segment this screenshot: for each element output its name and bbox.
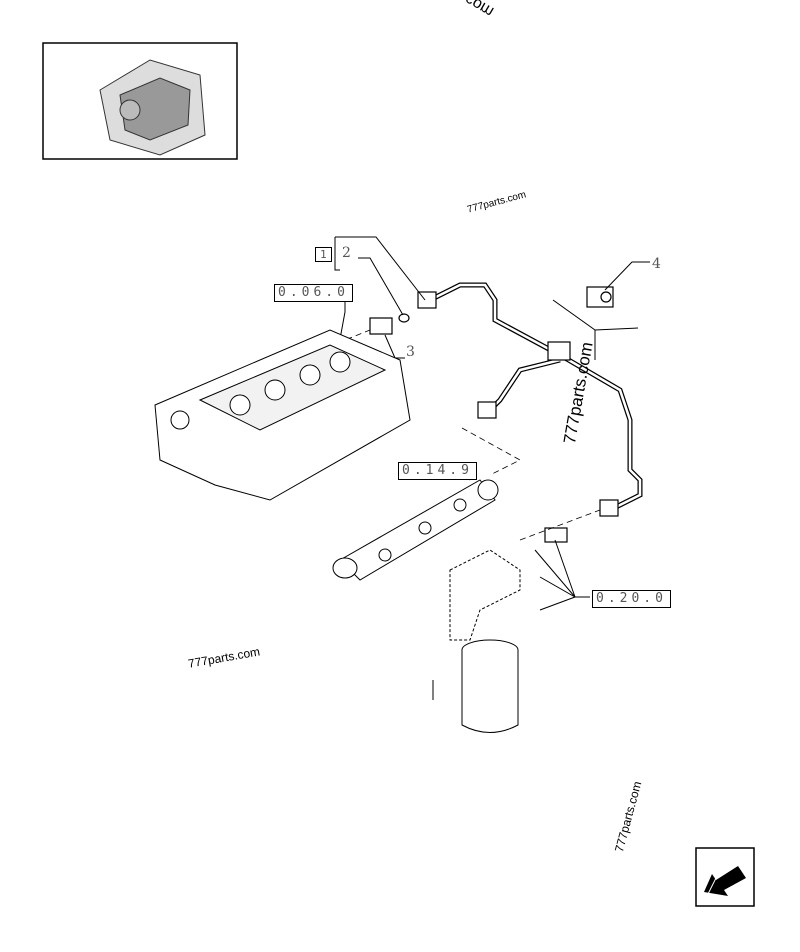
callout-3: 3 — [406, 344, 415, 360]
kit-callout-box: 1 — [315, 247, 332, 262]
cylinder-head — [154, 329, 411, 501]
engine-thumbnail — [99, 59, 206, 156]
callout-4: 4 — [652, 256, 661, 272]
callout-2: 2 — [342, 245, 351, 261]
leader-lines — [311, 236, 650, 700]
pipe-fittings — [369, 286, 619, 543]
fuel-filter — [461, 639, 519, 733]
thumbnail-frame — [42, 42, 238, 160]
reference-fuel-rail[interactable]: 0.14.9 — [398, 462, 477, 480]
next-page-arrow-icon[interactable] — [695, 847, 755, 907]
fuel-rail — [332, 479, 499, 581]
filter-bracket — [449, 549, 521, 641]
reference-filter-group[interactable]: 0.20.0 — [592, 590, 671, 608]
reference-engine-head[interactable]: 0.06.0 — [274, 284, 353, 302]
